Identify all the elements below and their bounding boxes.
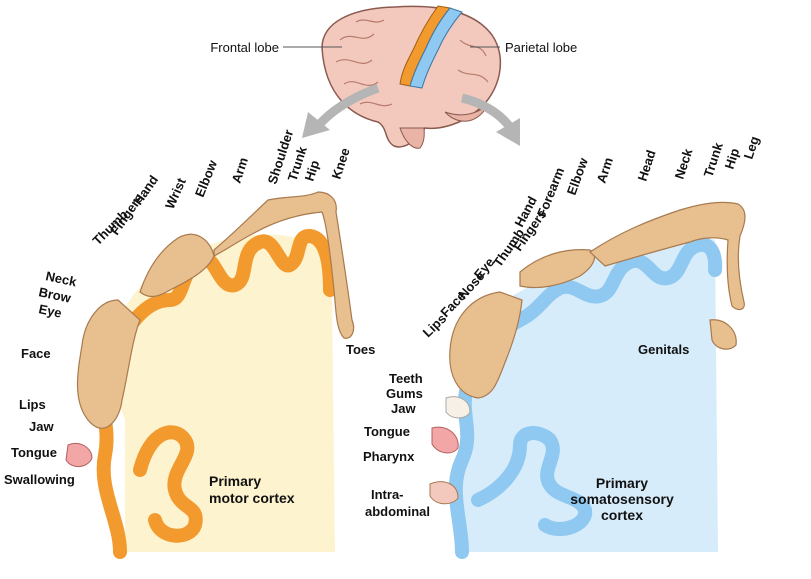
motor-label-elbow: Elbow [192,157,221,199]
motor-homunculus-body [213,191,355,339]
sensory-label-arm: Arm [594,156,616,185]
motor-label-swallowing: Swallowing [4,472,75,487]
motor-label-toes: Toes [346,342,375,357]
sensory-title-line1: Primary [596,475,648,491]
motor-label-knee: Knee [329,146,353,181]
sensory-homunculus-head [449,291,523,399]
sensory-tongue [431,426,459,454]
sensory-abdomen-shape [429,481,459,505]
arrow-right-head [496,118,520,146]
sensory-homunculus-body [589,201,746,311]
sensory-label-tongue: Tongue [364,424,410,439]
sensory-label-leg: Leg [741,134,762,161]
motor-label-face: Face [21,346,51,361]
motor-cortex-fill [112,234,335,552]
sensory-label-jaw: Jaw [391,401,416,416]
motor-cortex-fold [133,425,203,543]
brain-illustration: Frontal lobe Parietal lobe [210,5,577,149]
motor-label-arm: Arm [229,156,251,185]
sensory-label-neck: Neck [672,146,696,181]
sensory-label-genitals: Genitals [638,342,689,357]
motor-label-neck: Neck [44,268,78,289]
sensory-label-teeth: Teeth [389,371,423,386]
sensory-label-abdominal: abdominal [365,504,430,519]
motor-label-eye: Eye [37,301,63,320]
arrow-left-head [302,112,330,138]
sensory-title-line3: cortex [601,507,643,523]
sensory-cortex-fold [471,426,593,536]
sensory-label-pharynx: Pharynx [363,449,415,464]
sensory-cortex-section: Leg Hip Trunk Neck Head Arm Elbow Forear… [363,134,762,559]
sensory-label-elbow: Elbow [564,155,591,197]
motor-label-tongue: Tongue [11,445,57,460]
sensory-cortex-band [448,237,723,559]
sensory-label-trunk: Trunk [701,140,726,179]
sensory-title-line2: somatosensory [570,491,674,507]
motor-title-line1: Primary [209,473,261,489]
motor-label-wrist: Wrist [162,175,189,211]
brain-stem [399,127,425,149]
parietal-lobe-label: Parietal lobe [505,40,577,55]
motor-title-line2: motor cortex [209,490,295,506]
motor-label-jaw: Jaw [29,419,54,434]
motor-label-brow: Brow [37,284,73,306]
motor-cortex-section: Toes Knee Hip Trunk Shoulder Arm Elbow W… [4,128,375,559]
frontal-lobe-label: Frontal lobe [210,40,279,55]
motor-label-hip: Hip [302,158,323,183]
arrow-left-shaft [314,83,380,130]
sensory-strip [409,7,463,89]
sensory-label-head: Head [635,148,659,183]
sensory-label-intra: Intra- [371,487,404,502]
motor-tongue [65,443,93,467]
sensory-teeth [445,396,471,419]
motor-homunculus-head [76,299,141,429]
motor-label-lips: Lips [19,397,46,412]
sensory-homunculus-hand [519,249,595,289]
sensory-label-hip: Hip [722,146,743,171]
sensory-genitals-shape [709,319,737,350]
sensory-label-gums: Gums [386,386,423,401]
arrows [302,83,520,146]
